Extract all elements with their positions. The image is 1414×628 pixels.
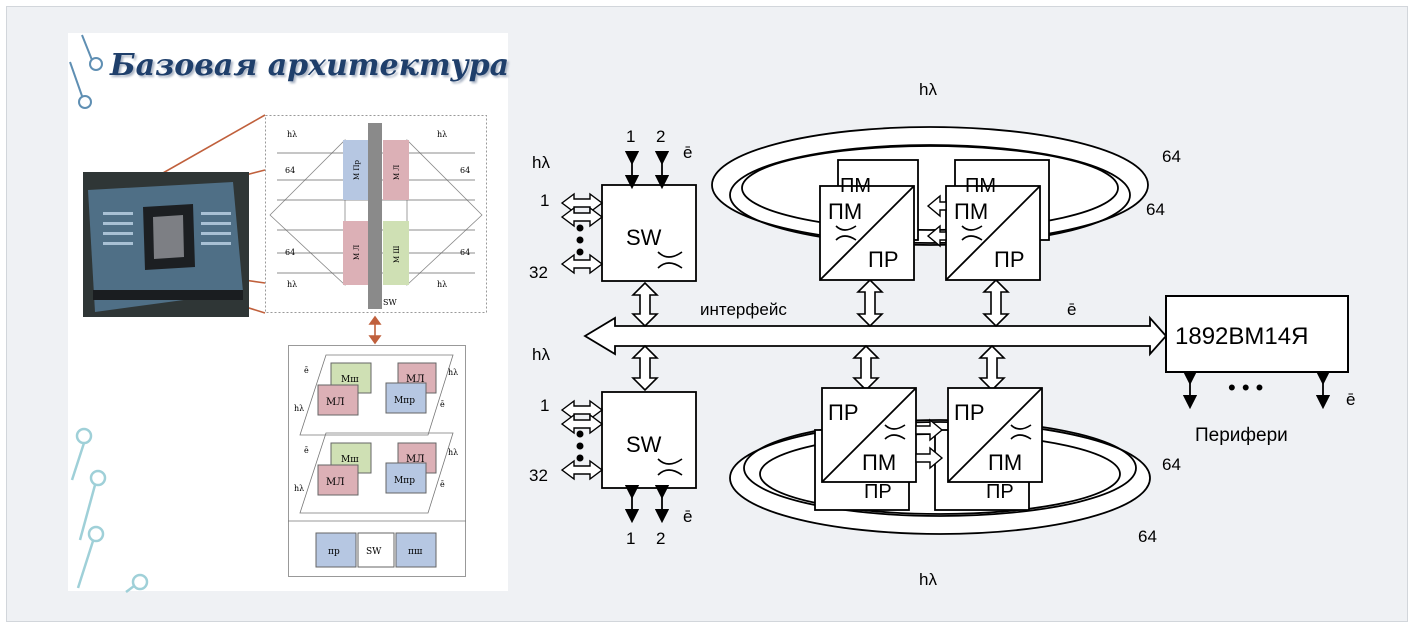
module-back-pm: ПМ [840, 175, 871, 197]
module-links [915, 194, 947, 470]
mini-mpr: Мпр [394, 396, 415, 406]
module-pm: ПМ [954, 199, 988, 224]
mini-msh: Мш [341, 455, 359, 465]
label-hl-bottom: hλ [919, 570, 937, 589]
pr-pm-modules-bottom [814, 387, 1043, 511]
label-e: ē [1067, 300, 1076, 319]
label-64: 64 [1146, 200, 1165, 219]
switch-label-top: SW [626, 225, 662, 250]
mini-label-hl: hλ [287, 280, 297, 289]
mini-hl: hλ [448, 448, 458, 457]
switch-block-top [601, 184, 697, 282]
mini-module-ml: М Л [393, 165, 401, 180]
circuit-decoration-top [69, 34, 103, 109]
label-e: ē [683, 507, 692, 526]
bottom-mini-diagram: Мш МЛ МЛ Мпр Мш МЛ МЛ Мпр пр SW пш ē hλ … [288, 345, 466, 577]
mini-mpr: Мпр [394, 476, 415, 486]
electrical-arrows [624, 150, 1331, 524]
module-back-pr: ПР [864, 481, 892, 503]
module-cross-icons [835, 225, 1032, 440]
mini-label-hl: hλ [287, 130, 297, 139]
port-arrows [560, 192, 604, 481]
module-pr: ПР [868, 247, 899, 272]
label-peripherals: Перифери [1195, 425, 1288, 446]
mini-label-64: 64 [460, 248, 470, 257]
mini-e: ē [304, 366, 309, 375]
mini-ml: МЛ [326, 397, 345, 408]
mini-ml: МЛ [406, 374, 425, 385]
mini-pr: пр [328, 547, 340, 557]
mini-label-64: 64 [460, 166, 470, 175]
label-interface: интерфейс [700, 300, 787, 319]
processor-block [1165, 295, 1349, 373]
port-dots [576, 224, 584, 462]
peripheral-dots: • • • [1228, 375, 1263, 400]
label-hl-top: hλ [919, 80, 937, 99]
mini-ml: МЛ [326, 477, 345, 488]
pm-pr-modules-top [819, 159, 1050, 281]
module-back-pm: ПМ [965, 175, 996, 197]
mini-module-msh: М Ш [393, 246, 401, 263]
mini-module-ml: М Л [353, 245, 361, 260]
mini-hl: hλ [448, 368, 458, 377]
mini-label-sw: SW [383, 298, 397, 307]
mini-sw: SW [366, 547, 382, 557]
mini-label-64: 64 [285, 166, 295, 175]
slide-title: Базовая архитектура [110, 48, 510, 83]
label-32: 32 [529, 466, 548, 485]
mini-hl: hλ [294, 484, 304, 493]
bus-links [631, 278, 1010, 392]
top-mini-diagram: hλ hλ 64 64 64 64 hλ hλ SW М Пр М Л М Л … [265, 115, 487, 313]
module-back-pr: ПР [986, 481, 1014, 503]
module-pr: ПР [994, 247, 1025, 272]
switch-block-bottom [601, 391, 697, 489]
switch-cross-icon [657, 251, 683, 476]
mini-module-mpr: М Пр [353, 160, 361, 180]
label-1: 1 [540, 396, 549, 415]
board-photo-art [88, 182, 243, 312]
mini-e: ē [440, 480, 445, 489]
label-hl-left-bottom: hλ [532, 345, 550, 364]
circuit-decoration-bottom [70, 427, 149, 593]
label-32: 32 [529, 263, 548, 282]
mini-label-hl: hλ [437, 130, 447, 139]
module-pr: ПР [828, 400, 859, 425]
interface-bus [583, 315, 1168, 357]
mini-label-64: 64 [285, 248, 295, 257]
label-1: 1 [540, 191, 549, 210]
mini-e: ē [440, 400, 445, 409]
mini-label-hl: hλ [437, 280, 447, 289]
label-e: ē [683, 143, 692, 162]
label-1: 1 [626, 529, 635, 548]
zoom-arrow [368, 315, 382, 345]
module-pm: ПМ [828, 199, 862, 224]
mini-msh: Мш [341, 375, 359, 385]
switch-label-bottom: SW [626, 432, 662, 457]
label-hl-left-top: hλ [532, 153, 550, 172]
processor-label: 1892ВМ14Я [1175, 323, 1308, 350]
label-64: 64 [1162, 147, 1181, 166]
optical-ring-top [711, 126, 1149, 246]
label-e: ē [1346, 390, 1355, 409]
label-2: 2 [656, 529, 665, 548]
mini-e: ē [304, 446, 309, 455]
label-1: 1 [626, 127, 635, 146]
label-2: 2 [656, 127, 665, 146]
label-64: 64 [1138, 527, 1157, 546]
module-pr: ПР [954, 400, 985, 425]
mini-hl: hλ [294, 404, 304, 413]
module-pm: ПМ [988, 450, 1022, 475]
board-photo [83, 172, 249, 317]
module-pm: ПМ [862, 450, 896, 475]
label-64: 64 [1162, 455, 1181, 474]
mini-psh: пш [408, 547, 423, 557]
mini-ml: МЛ [406, 454, 425, 465]
